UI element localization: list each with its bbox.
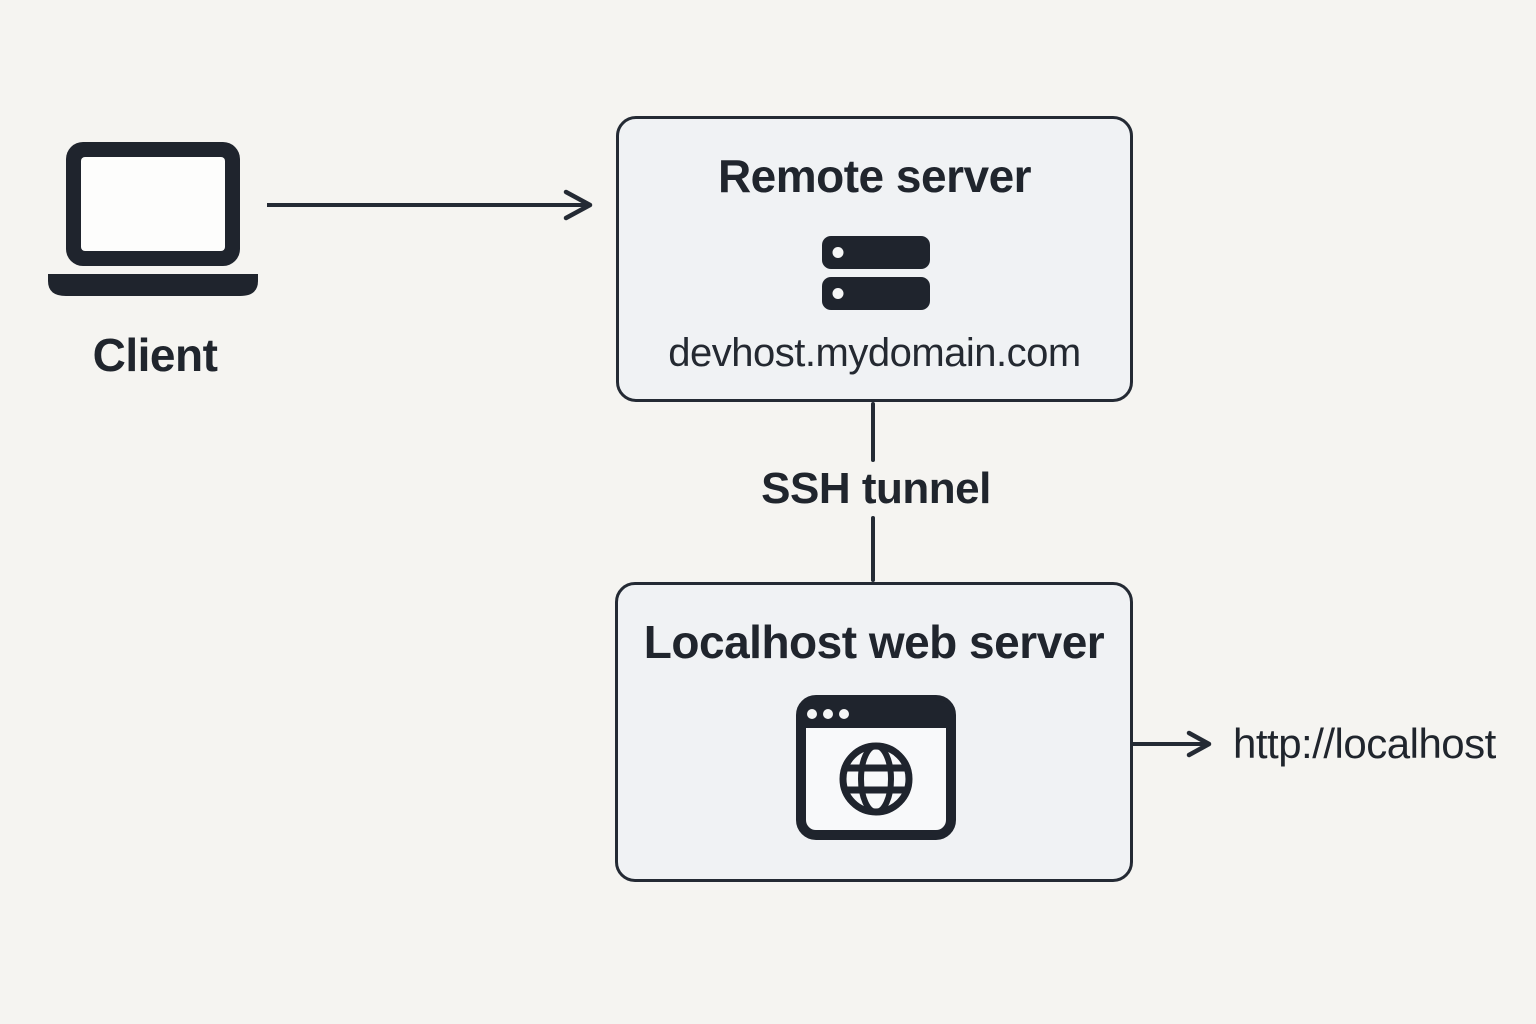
client-to-remote-arrow	[267, 189, 593, 221]
laptop-icon	[48, 142, 258, 296]
ssh-tunnel-line-top	[871, 402, 875, 462]
localhost-server-box: Localhost web server	[615, 582, 1133, 882]
ssh-tunnel-label: SSH tunnel	[761, 464, 991, 513]
client-label: Client	[92, 329, 218, 381]
remote-server-hostname: devhost.mydomain.com	[668, 331, 1081, 375]
ssh-tunnel-line-bottom	[871, 516, 875, 582]
localhost-url-label: http://localhost	[1233, 720, 1496, 767]
server-icon	[822, 236, 930, 310]
remote-server-box: Remote server devhost.mydomain.com	[616, 116, 1133, 402]
browser-globe-icon	[796, 695, 956, 840]
remote-server-title: Remote server	[717, 150, 1032, 202]
localhost-server-title: Localhost web server	[643, 616, 1105, 668]
client-node	[48, 140, 258, 300]
localhost-to-url-arrow	[1133, 730, 1212, 758]
